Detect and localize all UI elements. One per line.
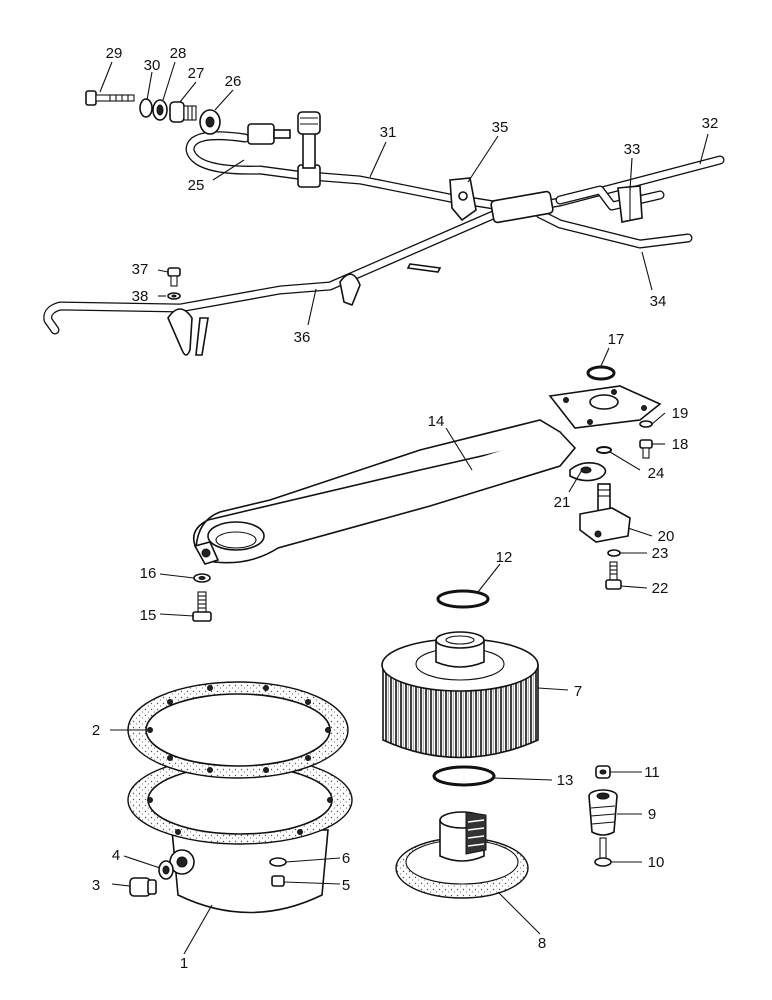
callout-14: 14: [428, 413, 445, 430]
callout-11: 11: [644, 764, 660, 781]
callout-7: 7: [574, 683, 582, 700]
o-ring-12: [436, 589, 490, 609]
adapter-20: [579, 483, 631, 543]
callout-34: 34: [650, 293, 667, 310]
callout-30: 30: [144, 57, 161, 74]
callout-21: 21: [554, 494, 571, 511]
callout-18: 18: [672, 436, 689, 453]
callout-33: 33: [624, 141, 641, 158]
callout-27: 27: [188, 65, 205, 82]
callout-15: 15: [140, 607, 157, 624]
filter-housing: [127, 755, 353, 914]
bolt-18-set: [639, 420, 653, 459]
callout-9: 9: [648, 806, 656, 823]
callout-23: 23: [652, 545, 669, 562]
callout-22: 22: [652, 580, 669, 597]
callout-8: 8: [538, 935, 546, 952]
callout-10: 10: [648, 854, 665, 871]
drain-plug: [129, 860, 174, 897]
bolt-37-set: [167, 267, 181, 300]
callout-4: 4: [112, 847, 120, 864]
pipe-assembly: [43, 111, 725, 356]
callout-36: 36: [294, 329, 311, 346]
callout-2: 2: [92, 722, 100, 739]
callout-labels: 1 2 3 4 5 6 7 8 9 10 11 12 13 14 15 16 1…: [92, 45, 719, 972]
callout-20: 20: [658, 528, 675, 545]
filter-base: [395, 811, 529, 899]
callout-31: 31: [380, 124, 397, 141]
callout-3: 3: [92, 877, 100, 894]
leader-lines: [99, 61, 709, 955]
gasket-2: [127, 681, 349, 779]
valve-assembly: [588, 765, 618, 867]
bolt-22-set: [605, 549, 622, 590]
callout-29: 29: [106, 45, 123, 62]
callout-19: 19: [672, 405, 689, 422]
callout-16: 16: [140, 565, 157, 582]
banjo-bolt-set: [85, 90, 221, 135]
callout-25: 25: [188, 177, 205, 194]
callout-12: 12: [496, 549, 513, 566]
o-ring-24: [596, 446, 612, 454]
callout-38: 38: [132, 288, 149, 305]
callout-6: 6: [342, 850, 350, 867]
o-ring-17: [586, 365, 616, 381]
bolt-15-set: [192, 573, 212, 622]
callout-28: 28: [170, 45, 187, 62]
callout-24: 24: [648, 465, 665, 482]
callout-13: 13: [557, 772, 574, 789]
callout-17: 17: [608, 331, 625, 348]
callout-37: 37: [132, 261, 149, 278]
filter-element: [381, 631, 539, 759]
callout-32: 32: [702, 115, 719, 132]
callout-35: 35: [492, 119, 509, 136]
callout-5: 5: [342, 877, 350, 894]
o-ring-13: [432, 765, 496, 787]
mounting-arm: [192, 385, 662, 565]
callout-26: 26: [225, 73, 242, 90]
callout-1: 1: [180, 955, 188, 972]
